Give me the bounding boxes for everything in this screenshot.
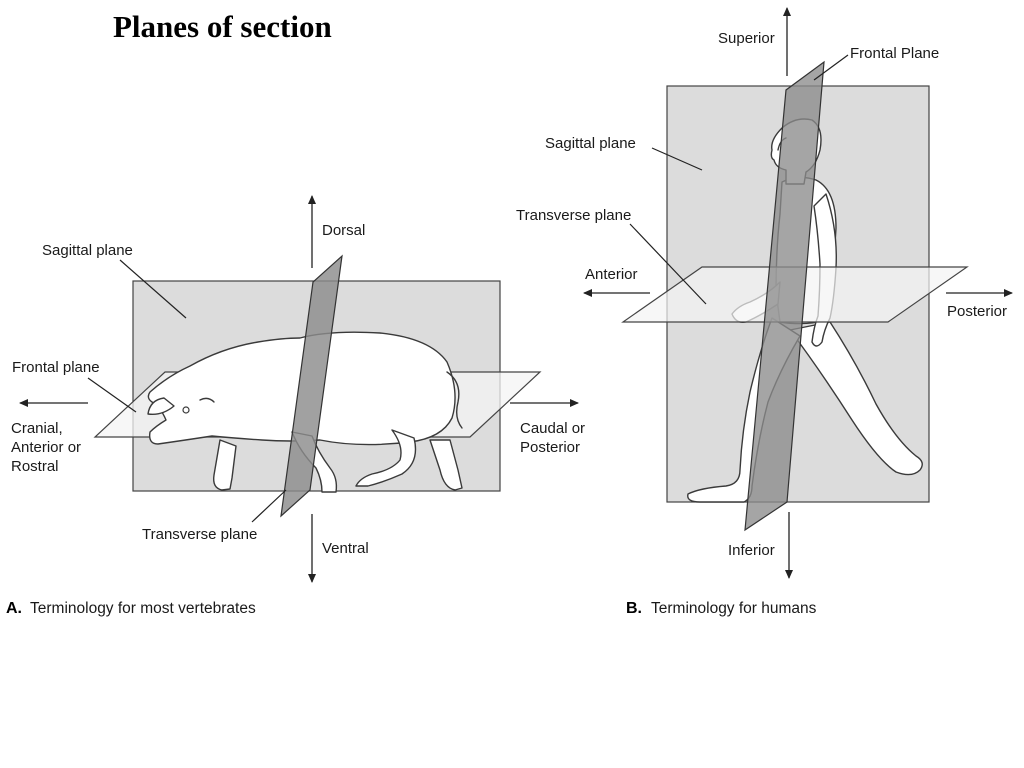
label-cranial-1: Cranial, <box>11 420 63 437</box>
panel-b-human: Superior Frontal Plane Sagittal plane Tr… <box>516 7 1013 617</box>
label-frontal-plane-b: Frontal Plane <box>850 45 939 62</box>
label-dorsal: Dorsal <box>322 222 365 239</box>
page-title: Planes of section <box>113 9 332 44</box>
panel-a-vertebrate: Dorsal Ventral Sagittal plane Frontal pl… <box>6 195 585 617</box>
caption-text-a: Terminology for most vertebrates <box>30 600 256 617</box>
label-superior: Superior <box>718 30 775 47</box>
transverse-plane-a <box>280 254 343 518</box>
label-sagittal-plane-b: Sagittal plane <box>545 135 636 152</box>
caption-letter-a: A. <box>6 600 22 617</box>
label-caudal-1: Caudal or <box>520 420 585 437</box>
label-sagittal-plane-a: Sagittal plane <box>42 242 133 259</box>
label-cranial-3: Rostral <box>11 458 59 475</box>
label-transverse-plane-a: Transverse plane <box>142 526 257 543</box>
label-anterior: Anterior <box>585 266 638 283</box>
frontal-plane-b <box>744 60 825 532</box>
label-cranial-2: Anterior or <box>11 439 81 456</box>
label-ventral: Ventral <box>322 540 369 557</box>
label-transverse-plane-b: Transverse plane <box>516 207 631 224</box>
label-posterior: Posterior <box>947 303 1007 320</box>
caption-letter-b: B. <box>626 600 642 617</box>
label-inferior: Inferior <box>728 542 775 559</box>
label-frontal-plane-a: Frontal plane <box>12 359 100 376</box>
label-caudal-2: Posterior <box>520 439 580 456</box>
caption-text-b: Terminology for humans <box>651 600 817 617</box>
